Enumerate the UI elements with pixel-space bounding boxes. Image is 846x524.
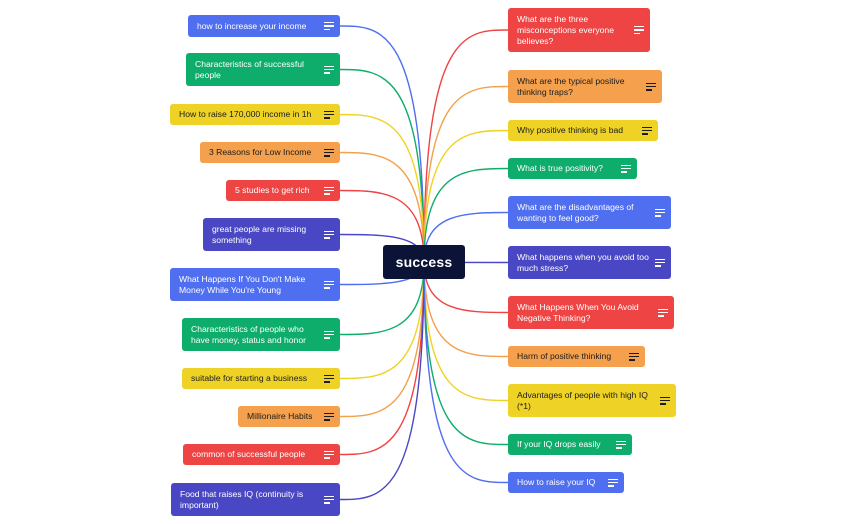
topic-label: 3 Reasons for Low Income [209, 147, 312, 157]
topic-left-3[interactable]: 3 Reasons for Low Income [200, 142, 340, 163]
connector-right-10 [423, 261, 509, 484]
topic-right-5[interactable]: What happens when you avoid too much str… [508, 246, 671, 279]
notes-icon[interactable] [324, 450, 334, 459]
connector-right-1 [423, 85, 509, 263]
connector-right-0 [423, 29, 509, 263]
connector-left-8 [339, 261, 425, 380]
notes-icon[interactable] [324, 280, 334, 289]
topic-label: What is true positivity? [517, 163, 603, 173]
topic-label: great people are missing something [212, 223, 307, 245]
topic-left-0[interactable]: how to increase your income [188, 15, 340, 37]
notes-icon[interactable] [655, 258, 665, 267]
topic-label: suitable for starting a business [191, 373, 308, 383]
topic-label: Harm of positive thinking [517, 351, 612, 361]
notes-icon[interactable] [324, 412, 334, 421]
topic-right-3[interactable]: What is true positivity? [508, 158, 637, 179]
notes-icon[interactable] [324, 330, 334, 339]
connector-left-11 [339, 261, 425, 501]
topic-label: Food that raises IQ (continuity is impor… [180, 488, 304, 510]
topic-label: How to raise 170,000 income in 1h [179, 109, 312, 119]
topic-right-10[interactable]: How to raise your IQ [508, 472, 624, 493]
topic-left-10[interactable]: common of successful people [183, 444, 340, 465]
connector-left-9 [339, 261, 425, 418]
topic-right-0[interactable]: What are the three misconceptions everyo… [508, 8, 650, 52]
topic-right-1[interactable]: What are the typical positive thinking t… [508, 70, 662, 103]
notes-icon[interactable] [324, 148, 334, 157]
topic-label: What are the typical positive thinking t… [517, 75, 625, 97]
notes-icon[interactable] [646, 82, 656, 91]
topic-label: Advantages of people with high IQ (*1) [517, 389, 648, 411]
notes-icon[interactable] [324, 230, 334, 239]
topic-right-6[interactable]: What Happens When You Avoid Negative Thi… [508, 296, 674, 329]
topic-right-8[interactable]: Advantages of people with high IQ (*1) [508, 384, 676, 417]
notes-icon[interactable] [629, 352, 639, 361]
topic-left-11[interactable]: Food that raises IQ (continuity is impor… [171, 483, 340, 516]
topic-left-6[interactable]: What Happens If You Don't Make Money Whi… [170, 268, 340, 301]
topic-label: 5 studies to get rich [235, 185, 310, 195]
topic-right-2[interactable]: Why positive thinking is bad [508, 120, 658, 141]
connector-left-3 [339, 151, 425, 263]
connector-left-1 [339, 68, 425, 263]
topic-label: What Happens When You Avoid Negative Thi… [517, 301, 639, 323]
notes-icon[interactable] [608, 478, 618, 487]
topic-label: How to raise your IQ [517, 477, 596, 487]
topic-left-1[interactable]: Characteristics of successful people [186, 53, 340, 86]
notes-icon[interactable] [660, 396, 670, 405]
topic-left-9[interactable]: Millionaire Habits [238, 406, 340, 427]
topic-left-2[interactable]: How to raise 170,000 income in 1h [170, 104, 340, 125]
topic-right-7[interactable]: Harm of positive thinking [508, 346, 645, 367]
topic-right-9[interactable]: If your IQ drops easily [508, 434, 632, 455]
topic-label: Why positive thinking is bad [517, 125, 624, 135]
connector-right-3 [423, 167, 509, 263]
topic-label: What Happens If You Don't Make Money Whi… [179, 273, 306, 295]
notes-icon[interactable] [324, 374, 334, 383]
notes-icon[interactable] [634, 26, 644, 34]
topic-label: common of successful people [192, 449, 306, 459]
notes-icon[interactable] [616, 440, 626, 449]
topic-label: how to increase your income [197, 20, 307, 31]
central-topic-label: success [395, 254, 453, 270]
topic-label: What happens when you avoid too much str… [517, 251, 649, 273]
topic-left-4[interactable]: 5 studies to get rich [226, 180, 340, 201]
connector-left-4 [339, 189, 425, 263]
notes-icon[interactable] [324, 495, 334, 504]
topic-label: Millionaire Habits [247, 411, 313, 421]
connector-right-8 [423, 261, 509, 402]
notes-icon[interactable] [642, 126, 652, 135]
notes-icon[interactable] [324, 65, 334, 74]
topic-label: Characteristics of people who have money… [191, 323, 306, 345]
connector-right-2 [423, 129, 509, 263]
topic-right-4[interactable]: What are the disadvantages of wanting to… [508, 196, 671, 229]
topic-label: What are the three misconceptions everyo… [517, 13, 614, 46]
topic-label: What are the disadvantages of wanting to… [517, 201, 634, 223]
notes-icon[interactable] [655, 208, 665, 217]
notes-icon[interactable] [324, 110, 334, 119]
notes-icon[interactable] [621, 164, 631, 173]
notes-icon[interactable] [658, 308, 668, 317]
connector-left-7 [339, 261, 425, 336]
connector-left-2 [339, 113, 425, 263]
topic-left-5[interactable]: great people are missing something [203, 218, 340, 251]
notes-icon[interactable] [324, 22, 334, 30]
connector-left-10 [339, 261, 425, 456]
topic-label: If your IQ drops easily [517, 439, 601, 449]
connector-right-7 [423, 261, 509, 358]
connector-left-0 [339, 25, 425, 263]
central-topic[interactable]: success [383, 245, 465, 279]
notes-icon[interactable] [324, 186, 334, 195]
topic-label: Characteristics of successful people [195, 58, 304, 80]
topic-left-7[interactable]: Characteristics of people who have money… [182, 318, 340, 351]
topic-left-8[interactable]: suitable for starting a business [182, 368, 340, 389]
